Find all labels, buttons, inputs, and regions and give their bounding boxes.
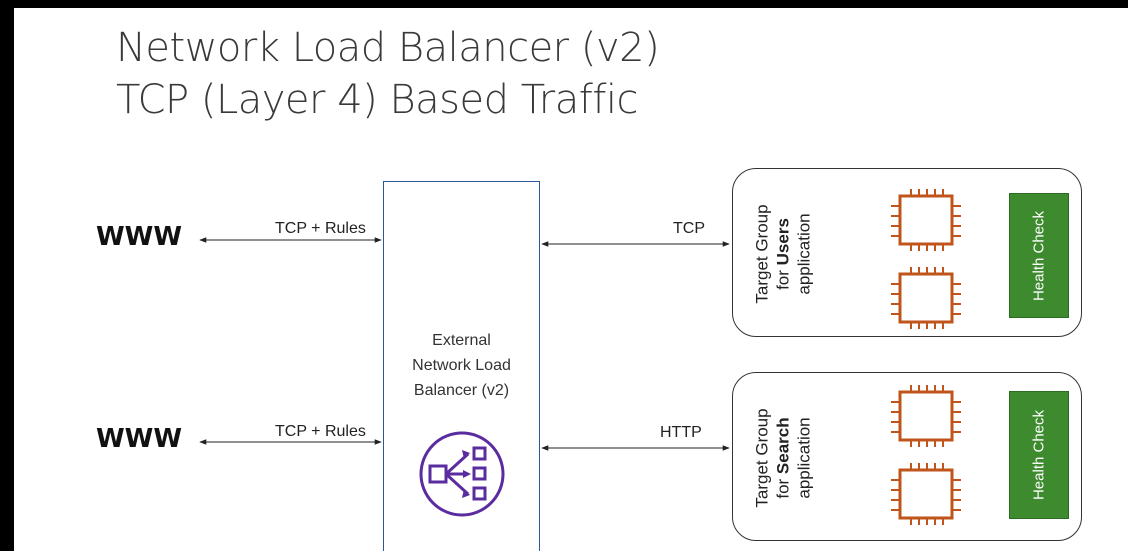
health-check-users: Health Check	[1009, 193, 1069, 318]
slide-title: Network Load Balancer (v2) TCP (Layer 4)…	[116, 22, 660, 126]
nlb-label-line-3: Balancer (v2)	[413, 382, 510, 399]
edge-label-tg2: HTTP	[660, 424, 702, 441]
www-client-1: WWW	[96, 222, 183, 252]
ec2-instance-icon	[891, 463, 961, 525]
target-group-search: Target Group for Search application Heal…	[732, 372, 1082, 541]
target-group-search-label: Target Group for Search application	[752, 407, 814, 508]
target-group-users: Target Group for Users application Healt…	[732, 168, 1082, 337]
slide: Network Load Balancer (v2) TCP (Layer 4)…	[14, 8, 1128, 551]
www-client-2: WWW	[96, 424, 183, 454]
nlb-label-line-1: External	[432, 332, 491, 349]
connector-arrows	[199, 237, 730, 451]
nlb-label: External Network Load Balancer (v2)	[384, 328, 539, 403]
edge-label-www2: TCP + Rules	[275, 423, 366, 440]
edge-label-tg1: TCP	[673, 220, 705, 237]
edge-label-www1: TCP + Rules	[275, 220, 366, 237]
nlb-label-line-2: Network Load	[412, 357, 511, 374]
network-load-balancer: External Network Load Balancer (v2)	[383, 181, 540, 551]
ec2-instance-icon	[891, 189, 961, 251]
health-check-search: Health Check	[1009, 391, 1069, 519]
ec2-instance-icon	[891, 385, 961, 447]
network-load-balancer-icon	[419, 431, 505, 517]
title-line-1: Network Load Balancer (v2)	[116, 25, 660, 71]
ec2-instance-icon	[891, 267, 961, 329]
target-group-users-label: Target Group for Users application	[752, 203, 814, 304]
title-line-2: TCP (Layer 4) Based Traffic	[116, 77, 639, 123]
